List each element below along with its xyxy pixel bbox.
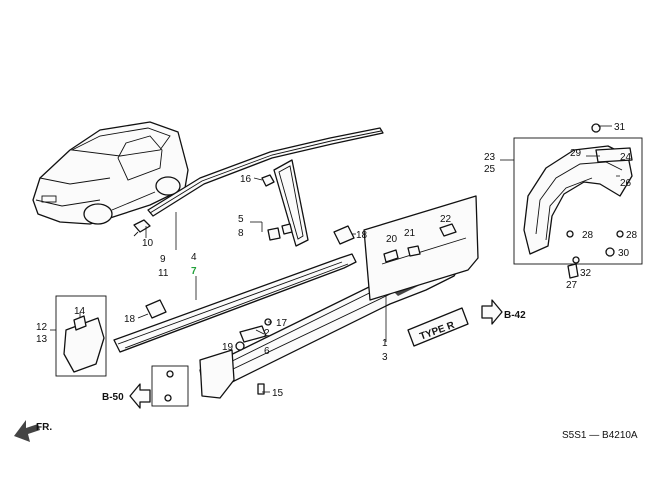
clip-28-left [566, 230, 574, 238]
clip-18-left [145, 299, 167, 319]
clip-21 [407, 245, 421, 257]
callout-7: 7 [191, 266, 197, 277]
clip-27 [567, 263, 579, 279]
door-molding [113, 253, 357, 353]
ref-b50-label: B-50 [102, 392, 124, 403]
callout-21: 21 [404, 228, 416, 239]
callout-19: 19 [222, 342, 234, 353]
callout-24: 24 [620, 152, 632, 163]
callout-32: 32 [580, 268, 592, 279]
callout-1: 1 [382, 338, 388, 349]
front-mudguard-group [55, 295, 107, 377]
callout-3: 3 [382, 352, 388, 363]
callout-13: 13 [36, 334, 48, 345]
bolt-group-box [151, 365, 189, 407]
callout-8: 8 [238, 228, 244, 239]
callout-11: 11 [158, 268, 169, 279]
callout-labels: 1 2 3 4 5 6 7 8 9 10 11 12 13 14 15 16 1… [36, 122, 638, 399]
callout-28a: 28 [582, 230, 594, 241]
clip-16 [261, 174, 275, 187]
callout-4: 4 [191, 252, 197, 263]
callout-14: 14 [74, 306, 86, 317]
callout-27: 27 [566, 280, 578, 291]
callout-22: 22 [440, 214, 452, 225]
callout-15: 15 [272, 388, 284, 399]
roof-molding-strip [147, 127, 384, 217]
clip-10 [133, 219, 151, 237]
callout-30: 30 [618, 248, 630, 259]
bolt-15 [257, 383, 265, 395]
callout-17: 17 [276, 318, 288, 329]
callout-25: 25 [484, 164, 496, 175]
callout-16: 16 [240, 174, 252, 185]
callout-20: 20 [386, 234, 398, 245]
callout-10: 10 [142, 238, 154, 249]
callout-18a: 18 [124, 314, 136, 325]
pillar-garnish [273, 159, 309, 247]
front-direction-arrow: FR. [14, 420, 52, 442]
clip-18-right [333, 225, 355, 245]
callout-26: 26 [620, 178, 632, 189]
clip-19 [235, 341, 245, 351]
clip-6 [267, 227, 281, 241]
leader-lines [50, 125, 620, 393]
callout-9: 9 [160, 254, 166, 265]
car-illustration [32, 121, 189, 225]
type-r-emblem-box: TYPE R [407, 307, 469, 347]
callout-31: 31 [614, 122, 626, 133]
callout-23: 23 [484, 152, 496, 163]
front-arrow-label: FR. [36, 422, 52, 433]
clip-30 [605, 247, 615, 257]
callout-6: 6 [264, 346, 270, 357]
clip-22 [439, 223, 457, 237]
callout-5: 5 [238, 214, 244, 225]
ref-arrow-b42: B-42 [481, 299, 526, 325]
clip-32 [572, 256, 580, 264]
callout-2: 2 [264, 328, 270, 339]
diagram-code: S5S1 — B4210A [562, 430, 638, 441]
clip-6b [281, 223, 293, 235]
callout-29: 29 [570, 148, 582, 159]
clip-28-right [616, 230, 624, 238]
ref-arrow-b50: B-50 [102, 383, 151, 409]
rear-fender-liner [513, 123, 643, 265]
splash-guard [199, 349, 235, 399]
callout-18b: 18 [356, 230, 368, 241]
rear-side-garnish [363, 195, 479, 301]
clip-2 [239, 325, 267, 343]
callout-28b: 28 [626, 230, 638, 241]
clip-20 [383, 249, 399, 263]
ref-b42-label: B-42 [504, 310, 526, 321]
callout-12: 12 [36, 322, 48, 333]
